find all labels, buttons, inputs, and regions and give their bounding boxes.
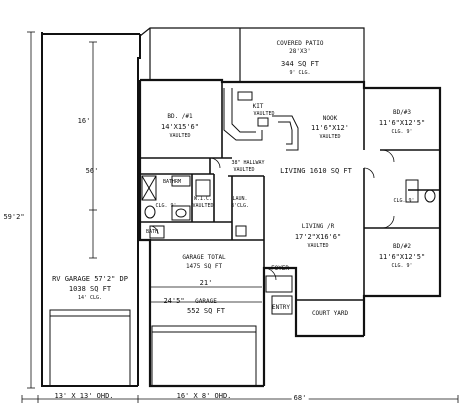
overall-depth-dim: 59'2" [3,213,25,221]
bd1-dims: 14'X15'6" [161,123,199,131]
covered-patio-ceiling: 9' CLG. [289,70,311,76]
nook-note: VAULTED [319,134,341,140]
kitchen-label: KIT [252,103,264,110]
bd2-ceiling: CLG. 9' [391,263,413,269]
rv-dim-56: 56' [85,167,99,175]
rv-garage-door [49,309,131,387]
rv-garage-walls [41,32,141,387]
dimension-lines [21,31,459,403]
bath-fixtures [141,175,436,239]
rv-garage-ceiling: 14' CLG. [77,295,103,301]
bd2-dims: 11'6"X12'5" [378,253,426,261]
overall-width-dim: 68' [291,394,309,402]
court-yard-label: COURT YARD [311,310,349,317]
garage-area: 552 SQ FT [187,307,225,315]
rv-garage-area: 1038 SQ FT [68,285,112,293]
garage-total-area: 1475 SQ FT [185,263,223,270]
kitchen-counters [223,88,299,151]
hallway-note: VAULTED [233,167,255,173]
living-room-label: LIVING /R [301,223,335,230]
bd1-note: VAULTED [169,133,191,139]
wic-note: VAULTED [192,203,214,209]
nook-dims: 11'6"X12' [311,124,349,132]
entry-courtyard [265,275,293,315]
closet-ceiling-note: CLG. 9' [393,198,415,204]
foyer-label: FOYER [270,265,290,272]
covered-patio [139,27,365,88]
laundry-ceiling: 8'CLG. [230,203,250,209]
wic-label: W.I.C. [193,196,213,202]
bath-ceiling: CLG. 9' [155,203,177,209]
kitchen-note: VAULTED [253,111,275,117]
laundry-label: LAUN. [232,196,248,202]
garage-door [151,325,257,387]
rv-garage-label: RV GARAGE 57'2" DP [52,275,128,283]
rv-dim-16: 16' [77,117,91,125]
living-room-note: VAULTED [307,243,329,249]
interior-walls [140,82,440,301]
garage-dim-24-5: 24'5" [163,297,185,305]
hallway-label: 38" HALLWAY [231,160,265,166]
nook-label: NOOK [322,115,338,122]
living-room-dims: 17'2"X16'6" [294,233,342,241]
bd2-label: BD/#2 [392,243,412,250]
garage-dim-21: 21' [199,279,213,287]
bd3-label: BD/#3 [392,109,412,116]
living-area-total: LIVING 1610 SQ FT [280,167,352,175]
bd3-dims: 11'6"X12'5" [378,119,426,127]
rv-door-label: 13' X 13' OHD. [54,392,114,400]
covered-patio-label: COVERED PATIO [276,40,324,47]
garage-label: GARAGE [195,298,217,305]
garage-door-label: 16' X 8' OHD. [176,392,232,400]
bd3-ceiling: CLG. 9' [391,129,413,135]
bathrm-label: BATHRM [162,179,182,185]
bath-label: BATH [145,229,159,235]
bd1-label: BD. /#1 [167,113,193,120]
garage-total-label: GARAGE TOTAL [182,254,226,261]
covered-patio-area: 344 SQ FT [281,60,319,68]
covered-patio-dims: 28'X3' [289,48,311,55]
entry-label: ENTRY [271,304,291,311]
door-swings [149,149,395,281]
